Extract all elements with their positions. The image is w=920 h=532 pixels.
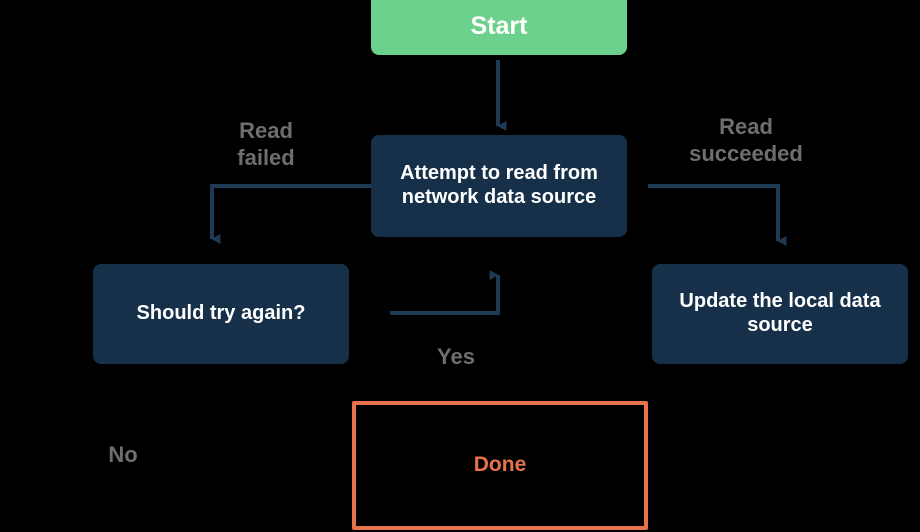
edge-label-read-failed: Read failed bbox=[237, 118, 295, 170]
node-done[interactable]: Done bbox=[352, 401, 648, 530]
edge-label-no: No bbox=[108, 442, 138, 467]
node-should-try-again-label: Should try again? bbox=[136, 302, 306, 325]
edge-label-read-succeeded: Read succeeded bbox=[689, 114, 803, 166]
node-attempt-read[interactable]: Attempt to read from network data source bbox=[371, 135, 627, 237]
node-done-label: Done bbox=[473, 453, 527, 477]
node-start-label: Start bbox=[470, 11, 528, 40]
node-attempt-read-label: Attempt to read from network data source bbox=[400, 162, 598, 208]
node-update-local-data-source[interactable]: Update the local data source bbox=[652, 264, 908, 364]
node-should-try-again[interactable]: Should try again? bbox=[93, 264, 349, 364]
edge-attempt-to-update bbox=[648, 184, 787, 246]
edge-label-yes: Yes bbox=[437, 344, 475, 369]
node-start[interactable]: Start bbox=[371, 0, 627, 55]
node-update-local-data-source-label: Update the local data source bbox=[679, 290, 881, 336]
edge-retry-yes-to-attempt bbox=[390, 270, 500, 315]
edge-attempt-to-retry bbox=[210, 184, 371, 244]
